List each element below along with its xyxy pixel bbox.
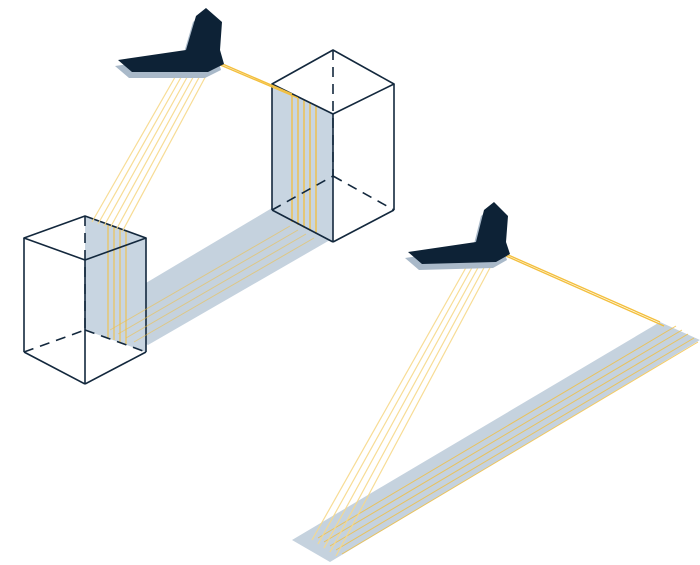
right-box-edge <box>332 209 395 243</box>
boomerang-sensor-icon <box>115 8 224 78</box>
left-box-beam-stripes <box>107 224 127 344</box>
left-box-hidden-edge <box>23 329 86 353</box>
right-box-hidden-edge <box>332 175 395 211</box>
beam-to-far-end <box>505 253 665 327</box>
left-box-hidden-edge <box>84 329 147 353</box>
left-box-edge <box>84 351 147 385</box>
right-box-shaded-face <box>272 84 333 242</box>
right-box-beam-stripes <box>291 94 317 234</box>
beam-ground-lines-bottom <box>317 325 699 555</box>
beam-fan-to-ground <box>311 263 493 557</box>
ground-shadow-band-top <box>92 208 330 345</box>
ground-shadow-band-bottom <box>292 322 700 562</box>
right-box <box>271 49 395 243</box>
beam-fan-to-left-box <box>91 71 209 233</box>
left-box-edge <box>23 351 86 385</box>
right-box-hidden-edge <box>271 175 334 211</box>
beam-to-right-box <box>217 61 299 99</box>
left-box <box>23 215 147 385</box>
beam-ground-lines-top <box>109 225 315 343</box>
boomerang-sensor-icon <box>405 202 510 270</box>
right-box-edge <box>271 209 334 243</box>
